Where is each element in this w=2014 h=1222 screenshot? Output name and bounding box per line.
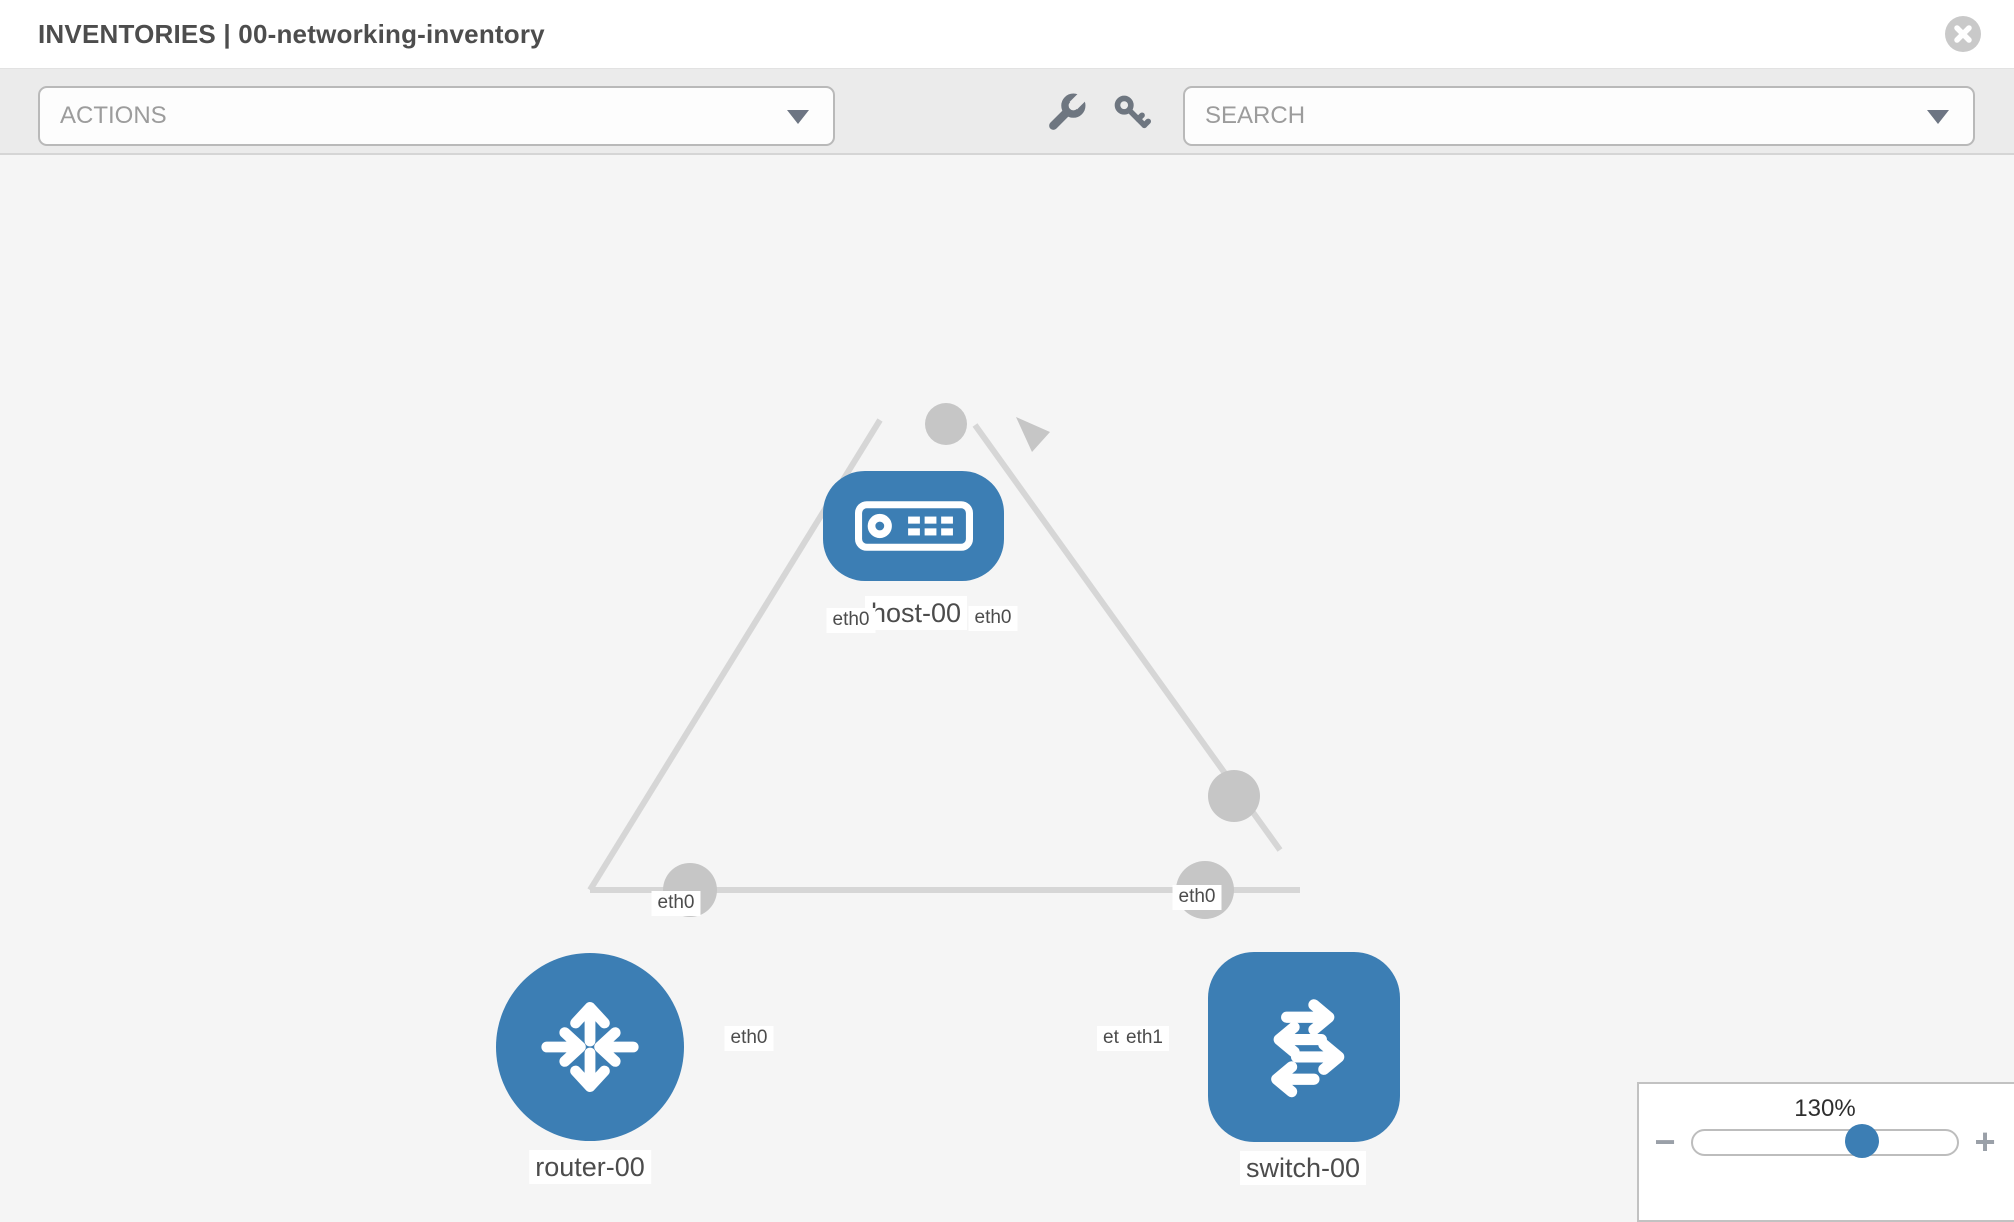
iface-label-switch-top: eth0 <box>1172 885 1222 910</box>
key-icon <box>1113 94 1151 132</box>
chevron-down-icon <box>1927 110 1949 124</box>
iface-label-router-right: eth0 <box>724 1026 774 1051</box>
zoom-slider-track[interactable] <box>1691 1123 1959 1158</box>
node-label-host: host-00 <box>864 596 968 631</box>
iface-label-host-left: eth0 <box>826 608 876 633</box>
zoom-out-icon[interactable]: − <box>1654 1121 1676 1162</box>
iface-label-switch-left: eth1 <box>1120 1026 1169 1051</box>
node-switch-00[interactable] <box>1208 952 1400 1142</box>
port-arrow-host <box>1016 417 1050 452</box>
chevron-down-icon <box>787 110 809 124</box>
zoom-panel: 130% − + <box>1637 1082 2014 1222</box>
search-dropdown[interactable]: SEARCH <box>1183 86 1975 146</box>
page-title: INVENTORIES | 00-networking-inventory <box>38 19 545 49</box>
node-router-00[interactable] <box>496 953 684 1141</box>
router-icon <box>530 987 650 1107</box>
topology-links-layer <box>587 403 1300 919</box>
close-button[interactable] <box>1945 16 1981 52</box>
node-host-00[interactable] <box>823 471 1004 581</box>
port-circle-switch-eth0 <box>1208 770 1260 822</box>
switch-icon <box>1242 985 1366 1109</box>
zoom-slider-row: − + <box>1649 1122 2001 1162</box>
close-icon <box>1945 16 1981 52</box>
iface-label-host-right: eth0 <box>968 606 1018 631</box>
toolbar: ACTIONS SEARCH <box>0 68 2014 155</box>
node-label-switch: switch-00 <box>1239 1151 1367 1186</box>
configure-button[interactable] <box>1040 87 1092 139</box>
search-dropdown-label: SEARCH <box>1205 102 1306 129</box>
zoom-slider-thumb[interactable] <box>1844 1123 1879 1158</box>
credentials-button[interactable] <box>1106 87 1158 139</box>
actions-dropdown-label: ACTIONS <box>60 102 167 129</box>
zoom-level-value: 130% <box>1794 1095 1856 1122</box>
node-label-router: router-00 <box>529 1150 651 1185</box>
zoom-in-icon[interactable]: + <box>1974 1121 1996 1162</box>
topology-canvas[interactable]: host-00 router-00 switch-00 eth0 eth0 et… <box>0 155 2014 1200</box>
actions-dropdown[interactable]: ACTIONS <box>38 86 835 146</box>
port-circle-host-eth0 <box>925 403 967 445</box>
host-icon <box>854 501 973 551</box>
wrench-icon <box>1046 93 1086 133</box>
header: INVENTORIES | 00-networking-inventory <box>0 0 2014 68</box>
iface-label-router-top: eth0 <box>651 891 701 916</box>
